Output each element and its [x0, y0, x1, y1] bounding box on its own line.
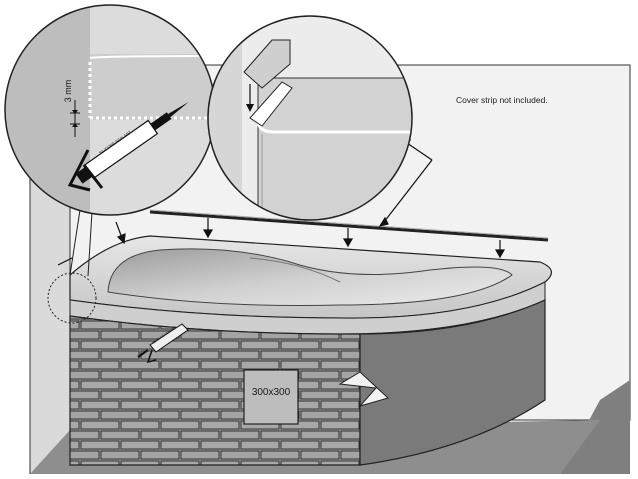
- cover-strip: [149, 209, 549, 242]
- gap-measure-label: 3 mm: [63, 79, 73, 103]
- bathtub: [69, 235, 552, 335]
- magnifier-circle-icon: [207, 15, 413, 221]
- access-panel: [243, 369, 299, 425]
- silicone-gun-icon: [137, 323, 189, 364]
- access-panel-label: 300x300: [251, 387, 291, 398]
- detail-marker: [47, 272, 97, 324]
- cover-strip-note: Cover strip not included.: [456, 95, 548, 105]
